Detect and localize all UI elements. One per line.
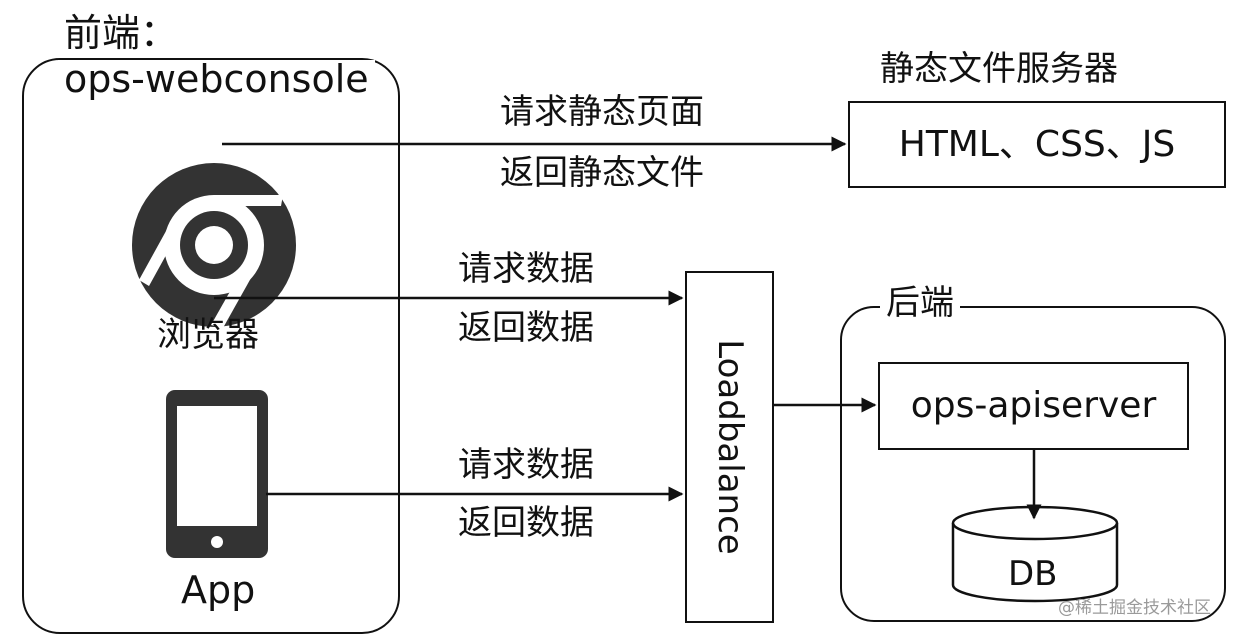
static-server-title: 静态文件服务器 xyxy=(880,49,1118,89)
loadbalance-box: Loadbalance xyxy=(685,271,774,623)
edge-label-app-request: 请求数据 xyxy=(458,445,594,485)
app-label: App xyxy=(181,568,256,612)
static-server-content: HTML、CSS、JS xyxy=(898,123,1176,165)
browser-label: 浏览器 xyxy=(157,315,259,355)
edge-label-browser-request: 请求数据 xyxy=(458,249,594,289)
edge-label-app-response: 返回数据 xyxy=(458,503,594,543)
frontend-title-line1: 前端： xyxy=(64,11,179,55)
backend-title: 后端 xyxy=(880,286,960,320)
frontend-container xyxy=(22,58,400,634)
db-cylinder xyxy=(951,505,1119,603)
smartphone-icon xyxy=(166,390,268,558)
static-server-box: HTML、CSS、JS xyxy=(848,101,1226,188)
api-server-box: ops-apiserver xyxy=(878,362,1189,450)
edge-label-static-request: 请求静态页面 xyxy=(500,92,704,132)
frontend-title-line2: ops-webconsole xyxy=(58,60,375,98)
edge-label-static-response: 返回静态文件 xyxy=(500,153,704,193)
api-server-label: ops-apiserver xyxy=(910,385,1157,426)
edge-label-browser-response: 返回数据 xyxy=(458,308,594,348)
chrome-icon xyxy=(132,163,296,328)
backend-container xyxy=(840,306,1226,622)
db-label: DB xyxy=(1008,554,1058,594)
watermark: @稀土掘金技术社区 xyxy=(1058,598,1211,618)
